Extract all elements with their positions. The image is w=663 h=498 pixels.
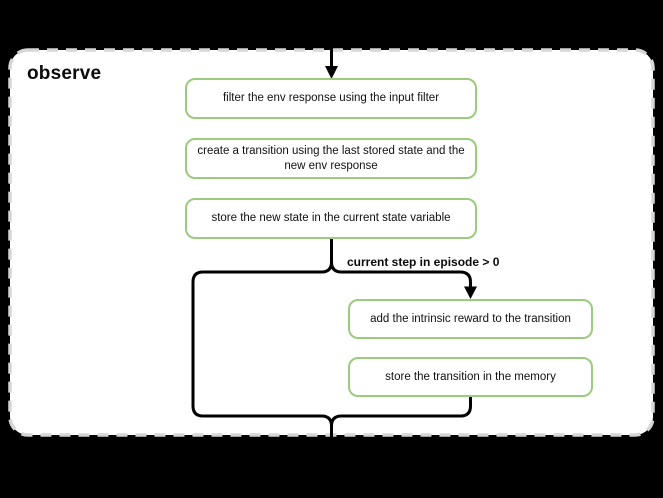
arrowhead-down-icon xyxy=(325,66,338,79)
page-title: observe xyxy=(27,63,102,84)
node-add-intrinsic-reward: add the intrinsic reward to the transiti… xyxy=(348,299,593,339)
connector-return-line xyxy=(330,397,472,427)
connector-bypass-line xyxy=(191,261,333,448)
node-filter-env-response: filter the env response using the input … xyxy=(185,78,477,119)
node-store-transition: store the transition in the memory xyxy=(348,357,593,397)
connector-condition-branch xyxy=(330,261,472,287)
arrowhead-down-icon xyxy=(464,286,477,299)
condition-label: current step in episode > 0 xyxy=(347,255,500,269)
node-create-transition: create a transition using the last store… xyxy=(185,138,477,179)
node-store-new-state: store the new state in the current state… xyxy=(185,198,477,239)
